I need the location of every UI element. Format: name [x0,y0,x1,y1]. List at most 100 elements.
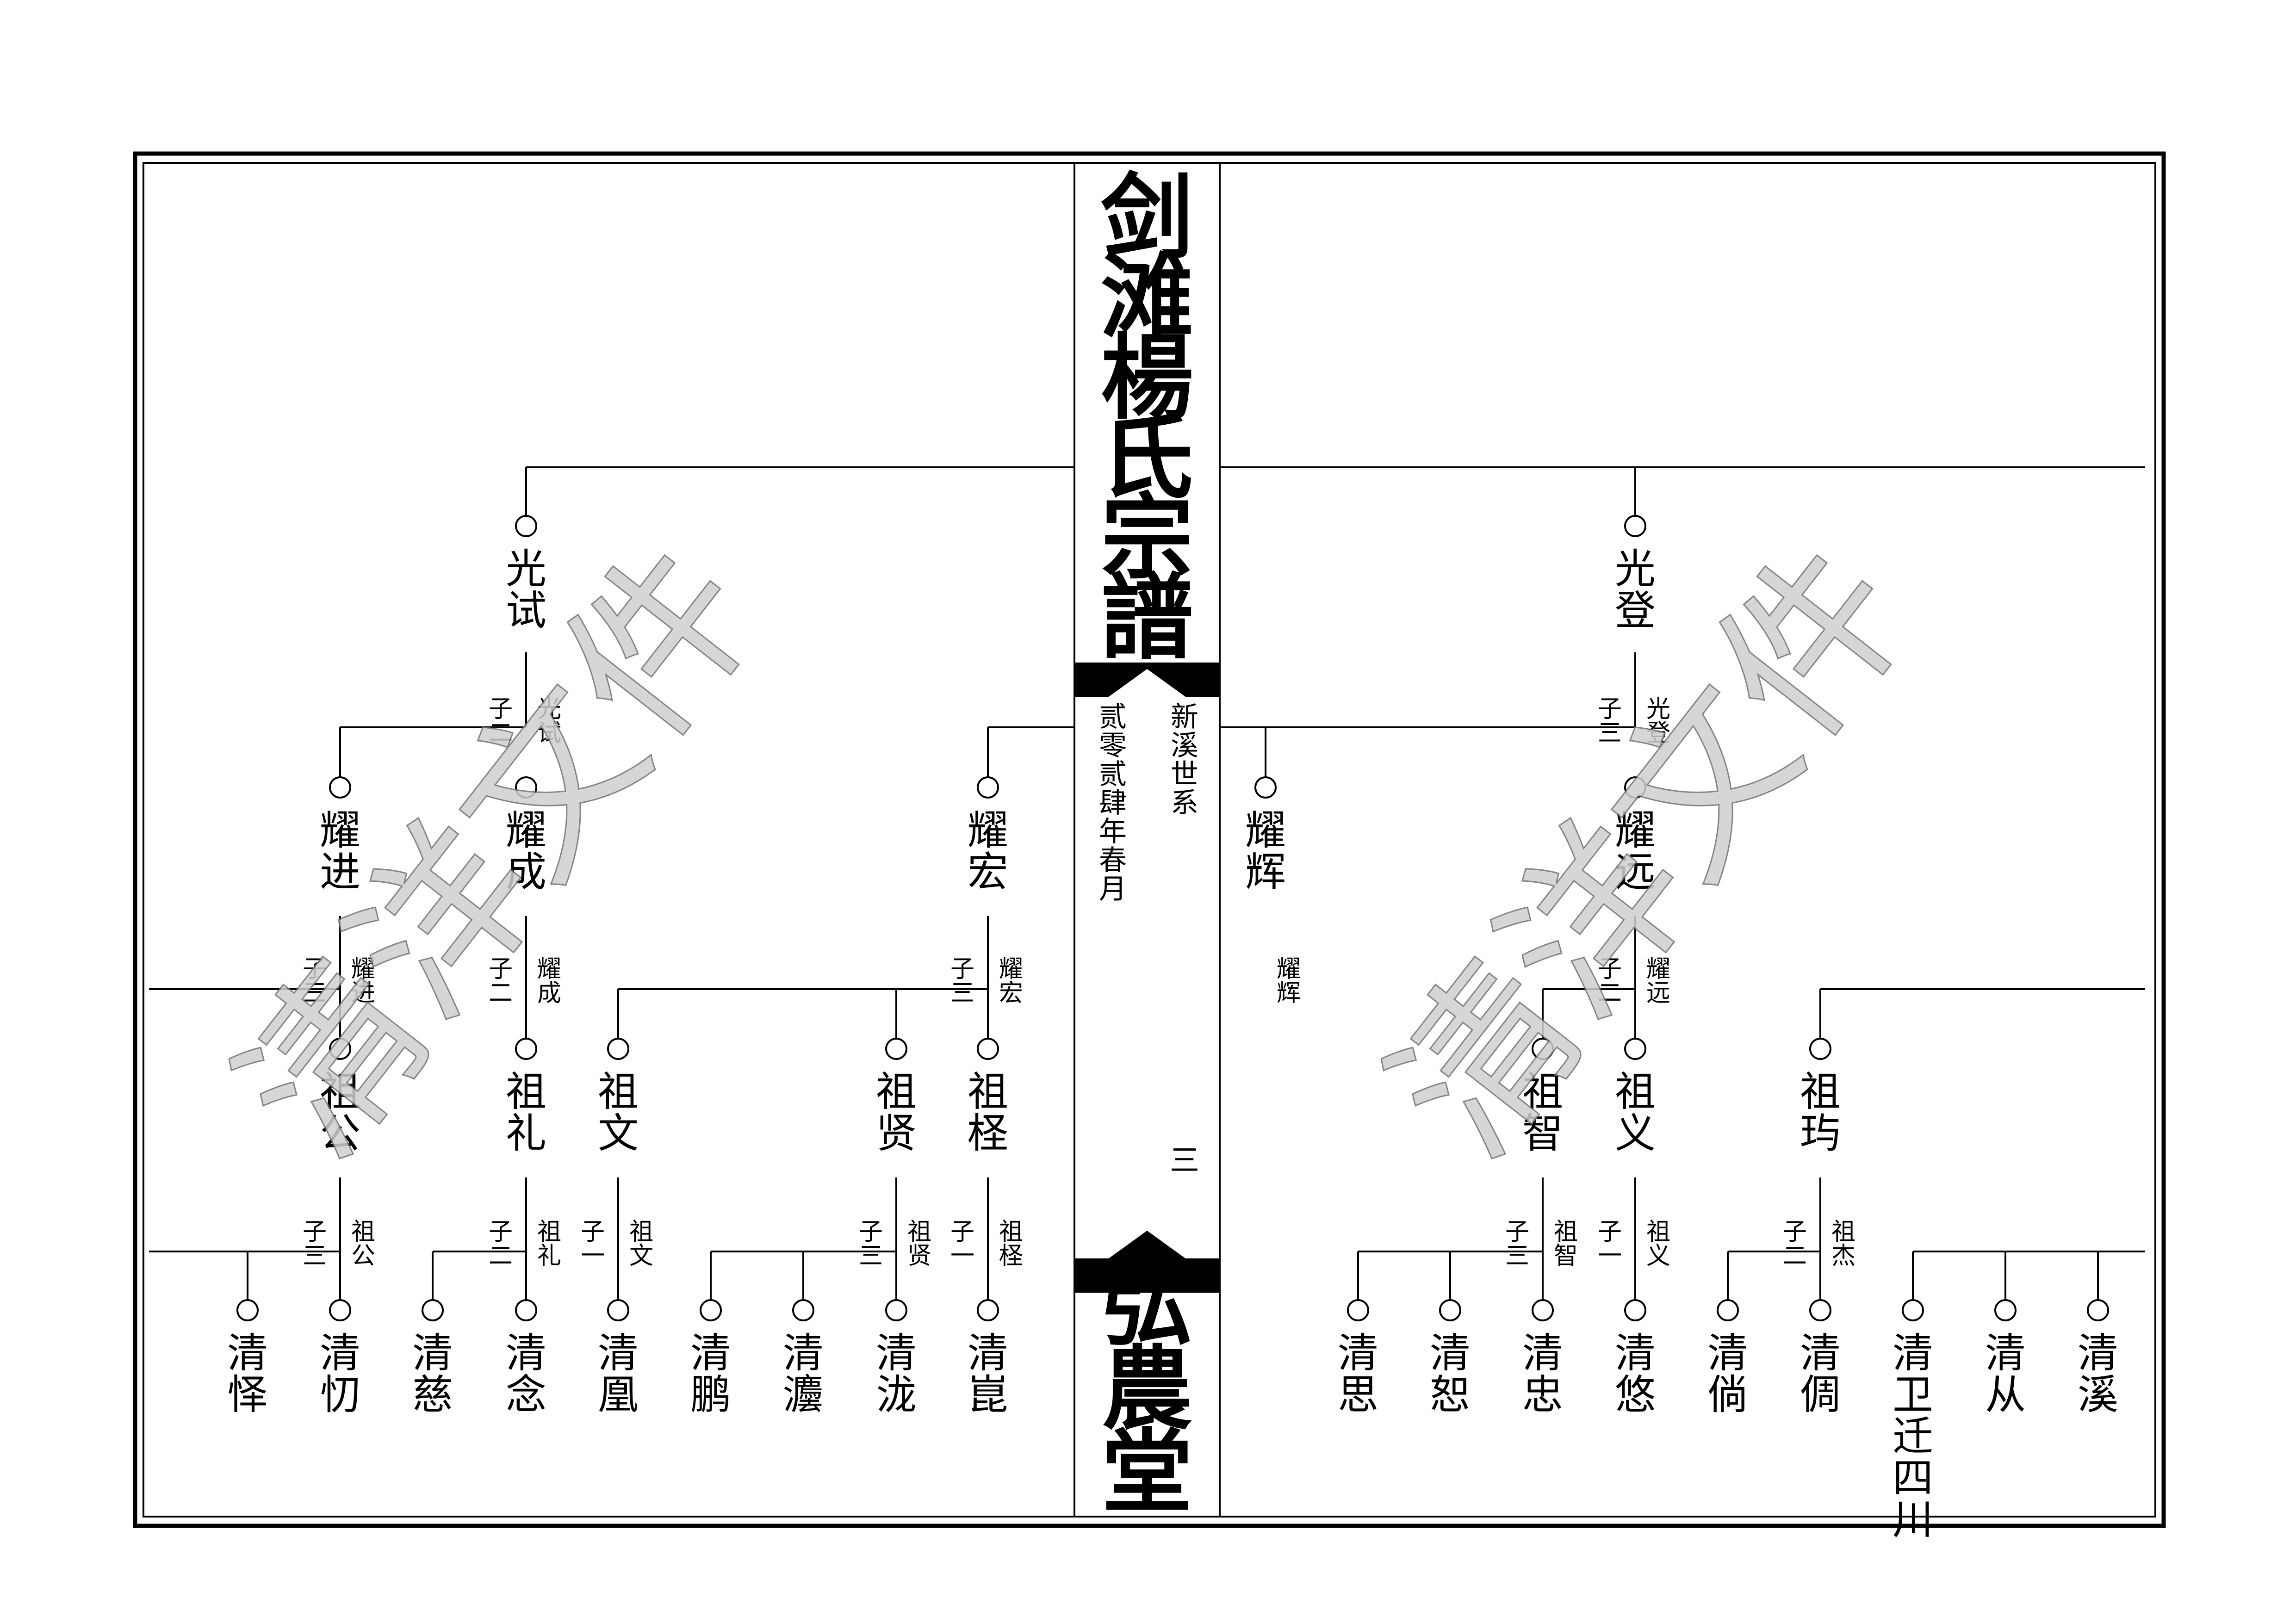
note-count-char: 二 [489,1242,513,1270]
member-name-g4_15: 清倜 [1800,1329,1841,1419]
member-name-g3_6-char: 祖 [1522,1068,1563,1115]
member-node [1809,1038,1831,1060]
hall-name: 弘農堂 [1102,1252,1192,1525]
hall-text: 弘農堂 [1102,1252,1192,1525]
member-name-g3_1-char: 公 [320,1109,360,1157]
note-count: 子三 [859,1218,883,1270]
note-count: 子一 [950,1218,974,1270]
note-name-char: 耀 [351,955,375,983]
member-name-g3_8: 祖玙 [1800,1068,1841,1157]
member-node [607,1038,629,1060]
note-name: 光登 [1646,695,1670,747]
member-name-g2_5-char: 远 [1615,848,1656,896]
date-text-char: 年 [1099,816,1127,848]
note-name: 耀远 [1646,955,1670,1007]
member-name-g3_2-char: 礼 [506,1109,546,1157]
member-name-g1_right: 光登 [1615,545,1656,634]
date-text-char: 零 [1099,730,1127,762]
note-count-char: 子 [489,1218,513,1246]
member-name-g3_3: 祖文 [598,1068,639,1157]
note-count-char: 二 [1783,1242,1807,1270]
note-name: 祖文 [629,1218,653,1270]
outer-border [133,151,2166,1528]
note-name-char: 成 [537,979,561,1007]
note-name-char: 光 [1646,695,1670,723]
member-node [1624,776,1646,799]
note-name-char: 文 [629,1242,653,1270]
note-name-char: 祖 [907,1218,931,1246]
note-name: 祖杰 [1831,1218,1855,1270]
member-name-g2_2: 耀成 [506,806,546,896]
member-name-g3_7: 祖义 [1615,1068,1656,1157]
member-name-g3_5-char: 祖 [968,1068,1008,1115]
member-node [1347,1299,1369,1321]
note-count-char: 子 [1505,1218,1529,1246]
title-text-char: 滩 [1101,243,1193,352]
watermark-text: 清洋文件 [201,511,795,1191]
member-name-g1_right-char: 光 [1615,545,1656,593]
hall-text-char: 弘 [1102,1252,1192,1359]
member-name-g3_2-char: 祖 [506,1068,546,1115]
note-name-char: 登 [1646,719,1670,747]
note-name-char: 礼 [537,1242,561,1270]
note-count-char: 二 [489,979,513,1007]
member-name-g4_8-char: 清 [876,1329,917,1377]
note-count: 子一 [581,1218,605,1270]
member-node [1624,1299,1646,1321]
member-name-g4_4-char: 念 [506,1371,546,1419]
member-name-g4_10: 清思 [1338,1329,1378,1419]
member-notes: 子二光试子三光登子三耀进子二耀成子三耀宏子二耀远耀辉子三祖公子二祖礼子一祖文子三… [303,695,1855,1270]
note-count-char: 子 [489,955,513,983]
note-name-char: 智 [1554,1242,1578,1270]
note-name-char: 贤 [907,1242,931,1270]
note-name: 耀进 [351,955,375,1007]
note-count-char: 二 [1598,979,1622,1007]
member-node [885,1038,907,1060]
member-name-g4_9-char: 清 [968,1329,1008,1377]
member-name-g4_14-char: 清 [1707,1329,1748,1377]
member-node [977,1299,999,1321]
member-name-g4_3: 清慈 [412,1329,453,1419]
member-name-g2_3-char: 宏 [968,848,1008,896]
date-text-char: 月 [1099,873,1127,905]
note-count: 子一 [1598,1218,1622,1270]
member-name-g2_3-char: 耀 [968,806,1008,854]
member-name-g2_4-char: 耀 [1245,806,1286,854]
title-text-char: 宗 [1101,483,1193,592]
member-name-g4_15-char: 清 [1800,1329,1841,1377]
member-name-g2_2-char: 成 [506,848,546,896]
note-count: 子二 [489,955,513,1007]
page-number: 三 [1170,1144,1199,1178]
member-name-g4_11: 清恕 [1430,1329,1471,1419]
note-count: 子二 [489,1218,513,1270]
note-count: 子二 [1783,1218,1807,1270]
member-name-g4_1: 清怿 [227,1329,268,1419]
member-name-g4_16-char: 卫 [1893,1371,1933,1419]
member-name-g1_right-char: 登 [1615,587,1656,634]
note-name-char: 光 [537,695,561,723]
note-name-char: 宏 [999,979,1023,1007]
note-count: 子三 [303,1218,327,1270]
member-name-g4_18-char: 清 [2078,1329,2118,1377]
member-name-g4_10-char: 清 [1338,1329,1378,1377]
member-name-g2_4-char: 辉 [1245,848,1286,896]
member-node [236,1299,259,1321]
member-name-g3_6: 祖智 [1522,1068,1563,1157]
member-name-g4_2-char: 忉 [320,1371,360,1419]
member-name-g2_5: 耀远 [1615,806,1656,896]
member-name-g4_6-char: 鹏 [690,1371,731,1419]
member-node [515,515,537,537]
member-name-g2_4: 耀辉 [1245,806,1286,896]
branch-text-char: 新 [1171,701,1198,733]
member-name-g4_5: 清凰 [598,1329,639,1419]
member-name-g2_1-char: 进 [320,848,360,896]
member-name-g4_10-char: 思 [1338,1371,1378,1419]
note-count-char: 三 [859,1242,883,1270]
note-count-char: 三 [303,1242,327,1270]
member-name-g4_2-char: 清 [320,1329,360,1377]
note-count-char: 三 [950,979,974,1007]
title-text-char: 氏 [1101,403,1193,512]
